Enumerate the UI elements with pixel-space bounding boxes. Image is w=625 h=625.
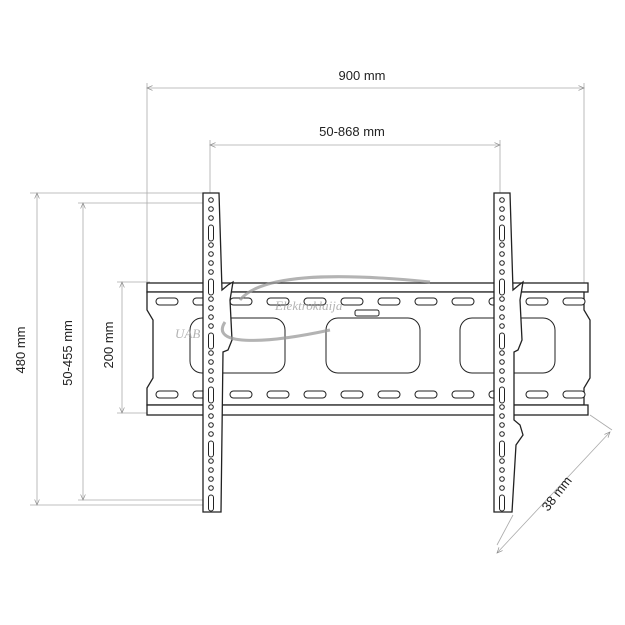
arm-hole <box>499 269 505 275</box>
arm-hole <box>208 404 214 410</box>
arm-hole <box>499 251 505 257</box>
arm-hole <box>208 494 214 512</box>
plate-height-label: 200 mm <box>101 322 116 369</box>
arm-hole <box>208 359 214 365</box>
arm-hole <box>208 386 214 404</box>
arm-hole <box>208 260 214 266</box>
wall-distance-label: 38 mm <box>539 473 575 514</box>
arm-hole <box>208 269 214 275</box>
mounting-slot <box>525 390 549 399</box>
mounting-slot <box>377 297 401 306</box>
arm-hole <box>208 377 214 383</box>
level-bubble <box>354 309 380 317</box>
arm-hole <box>208 296 214 302</box>
arm-hole <box>499 413 505 419</box>
arm-hole <box>208 206 214 212</box>
mounting-slot <box>525 297 549 306</box>
arm-hole <box>499 350 505 356</box>
overall-height-label: 480 mm <box>13 327 28 374</box>
arm-hole <box>208 242 214 248</box>
dimension-plate-height: 200 mm <box>101 282 150 413</box>
watermark-logo: Elektroklaija UAB <box>175 275 431 342</box>
arm-hole <box>499 386 505 404</box>
mounting-slot <box>303 297 327 306</box>
arm-hole <box>499 440 505 458</box>
mounting-slot <box>229 390 253 399</box>
wall-plate <box>146 282 591 416</box>
mounting-slot <box>414 297 438 306</box>
mounting-slot <box>266 297 290 306</box>
arm-hole <box>499 314 505 320</box>
mounting-slot <box>451 297 475 306</box>
arm-hole <box>499 422 505 428</box>
arm-hole <box>499 242 505 248</box>
arm-hole <box>208 368 214 374</box>
svg-text:UAB: UAB <box>175 326 200 341</box>
mounting-slot <box>451 390 475 399</box>
bracket-arm-right <box>493 192 524 513</box>
arm-hole <box>208 332 214 350</box>
arm-hole <box>208 422 214 428</box>
arm-hole <box>499 476 505 482</box>
arm-hole <box>499 278 505 296</box>
arm-hole <box>499 197 505 203</box>
arm-hole <box>499 368 505 374</box>
mounting-slot <box>340 390 364 399</box>
arm-hole <box>499 224 505 242</box>
dimension-vesa-vertical: 50-455 mm <box>60 203 210 500</box>
vesa-horizontal-label: 50-868 mm <box>319 124 385 139</box>
arm-hole <box>208 476 214 482</box>
dimension-overall-height: 480 mm <box>13 193 210 505</box>
arm-hole <box>208 251 214 257</box>
arm-hole <box>208 467 214 473</box>
dimension-overall-width: 900 mm <box>147 68 584 290</box>
arm-hole <box>499 332 505 350</box>
arm-hole <box>499 296 505 302</box>
mounting-slot <box>414 390 438 399</box>
bracket-arm-left <box>202 192 234 513</box>
arm-hole <box>208 440 214 458</box>
arm-hole <box>499 206 505 212</box>
arm-hole <box>208 278 214 296</box>
arm-hole <box>499 323 505 329</box>
vesa-vertical-label: 50-455 mm <box>60 320 75 386</box>
arm-hole <box>499 431 505 437</box>
arm-hole <box>499 260 505 266</box>
arm-hole <box>499 359 505 365</box>
arm-hole <box>208 485 214 491</box>
arm-hole <box>208 350 214 356</box>
arm-hole <box>499 485 505 491</box>
arm-hole <box>208 314 214 320</box>
mounting-slot <box>377 390 401 399</box>
svg-text:Elektroklaija: Elektroklaija <box>274 298 343 313</box>
mounting-slot <box>303 390 327 399</box>
mounting-slot <box>340 297 364 306</box>
arm-hole <box>499 458 505 464</box>
mounting-slot <box>155 297 179 306</box>
arm-hole <box>208 323 214 329</box>
overall-width-label: 900 mm <box>339 68 386 83</box>
arm-hole <box>499 404 505 410</box>
dimension-vesa-horizontal: 50-868 mm <box>210 124 500 195</box>
arm-hole <box>499 377 505 383</box>
mounting-slot <box>266 390 290 399</box>
arm-hole <box>208 458 214 464</box>
mounting-slot <box>562 297 586 306</box>
arm-hole <box>208 305 214 311</box>
arm-hole <box>499 305 505 311</box>
arm-hole <box>499 494 505 512</box>
arm-hole <box>499 467 505 473</box>
arm-hole <box>499 215 505 221</box>
arm-hole <box>208 413 214 419</box>
arm-hole <box>208 224 214 242</box>
arm-hole <box>208 431 214 437</box>
arm-hole <box>208 197 214 203</box>
arm-hole <box>208 215 214 221</box>
mounting-slot <box>562 390 586 399</box>
cutout-center <box>325 317 421 374</box>
mounting-slot <box>155 390 179 399</box>
